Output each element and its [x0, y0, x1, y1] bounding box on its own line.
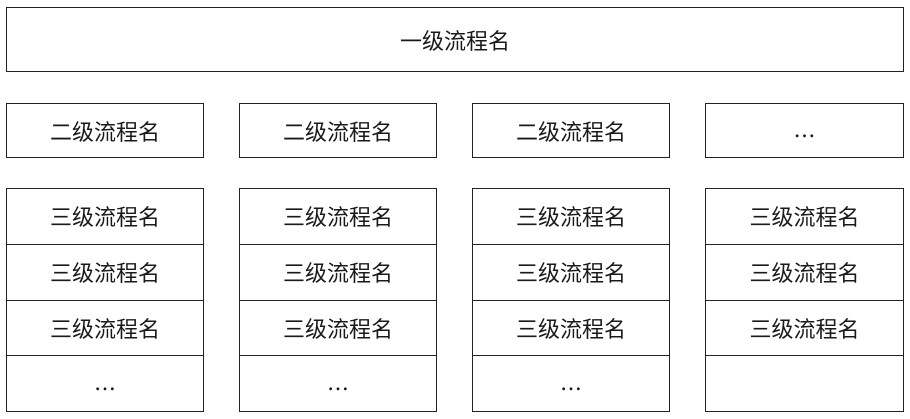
level3-process-cell: 三级流程名 — [240, 189, 436, 245]
level3-process-stack: 三级流程名 三级流程名 三级流程名 … — [472, 188, 670, 412]
level3-process-cell: 三级流程名 — [7, 301, 203, 357]
level3-process-cell: 三级流程名 — [706, 301, 903, 357]
level2-process-label: 二级流程名 — [515, 120, 626, 146]
level2-process-box: 二级流程名 — [6, 103, 204, 158]
level3-process-cell: 三级流程名 — [240, 301, 436, 357]
level2-process-label: … — [793, 118, 816, 143]
level3-process-cell: 三级流程名 — [7, 245, 203, 301]
level3-process-cell — [706, 356, 903, 411]
level3-process-cell: … — [94, 371, 116, 397]
level3-process-stack: 三级流程名 三级流程名 三级流程名 … — [239, 188, 437, 412]
level3-process-cell: 三级流程名 — [706, 245, 903, 301]
level3-process-stack: 三级流程名 三级流程名 三级流程名 … — [6, 188, 204, 412]
level2-process-label: 二级流程名 — [282, 120, 393, 146]
level3-process-cell: 三级流程名 — [706, 189, 903, 245]
level3-process-cell: 三级流程名 — [473, 301, 669, 357]
level1-process-label: 一级流程名 — [399, 29, 510, 55]
level3-process-cell: 三级流程名 — [473, 189, 669, 245]
level3-process-cell: 三级流程名 — [473, 245, 669, 301]
level2-process-label: 二级流程名 — [49, 120, 160, 146]
level3-process-cell: 三级流程名 — [240, 245, 436, 301]
level2-process-box: 二级流程名 — [472, 103, 670, 158]
level2-process-box: 二级流程名 — [239, 103, 437, 158]
level3-process-cell: 三级流程名 — [7, 189, 203, 245]
level3-process-stack: 三级流程名 三级流程名 三级流程名 — [705, 188, 904, 412]
level3-process-cell: … — [560, 371, 582, 397]
level3-process-cell: … — [327, 371, 349, 397]
level2-process-box: … — [705, 103, 904, 158]
level1-process-box: 一级流程名 — [6, 7, 904, 72]
